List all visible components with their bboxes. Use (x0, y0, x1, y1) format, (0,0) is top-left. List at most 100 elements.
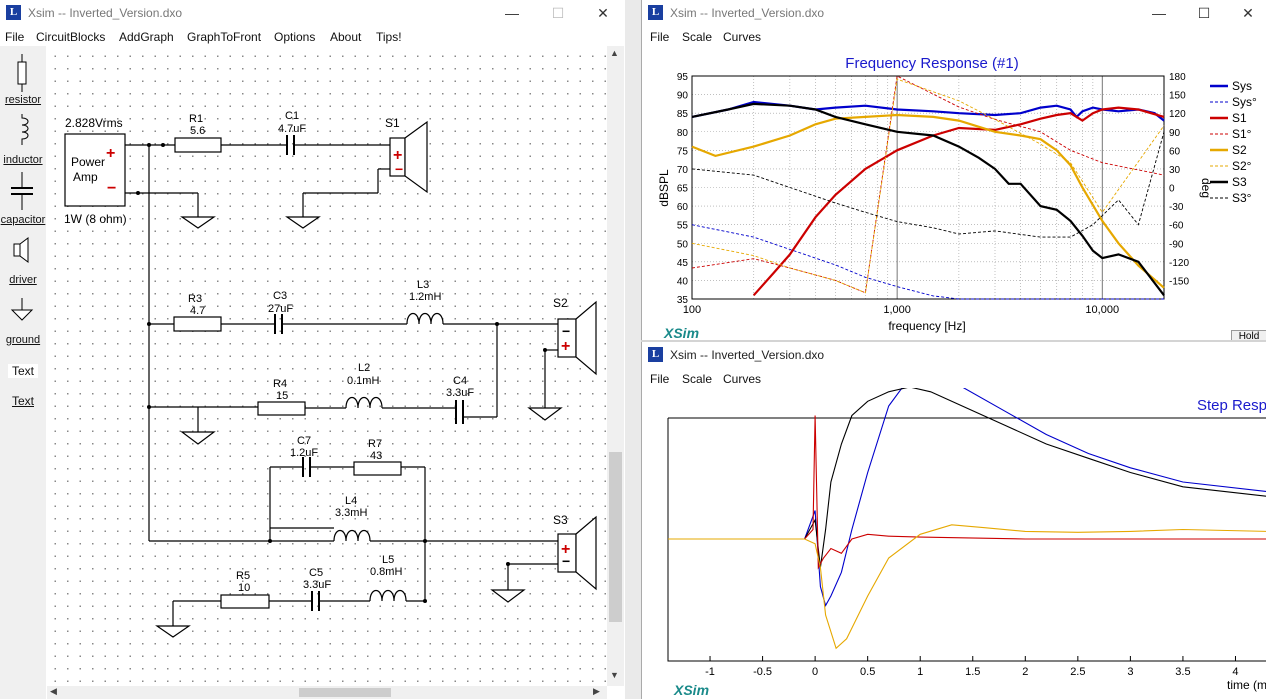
tool-capacitor[interactable]: capacitor (0, 214, 46, 226)
l5-name[interactable]: L5 (382, 554, 395, 566)
driver-icon[interactable] (0, 236, 46, 270)
y-tick-label: 55 (677, 221, 689, 232)
l3-name[interactable]: L3 (417, 279, 430, 291)
step-window-title: Xsim -- Inverted_Version.dxo (670, 348, 825, 362)
r3-name[interactable]: R3 (188, 293, 203, 305)
chart-title: Step Resp (1197, 397, 1266, 414)
svg-text:+: + (561, 338, 570, 355)
r7-value: 43 (370, 450, 383, 462)
menu-options[interactable]: Options (274, 30, 316, 44)
x-axis-label: frequency [Hz] (888, 319, 965, 333)
capacitor-icon[interactable] (0, 172, 46, 212)
minimize-icon[interactable]: — (1152, 5, 1166, 21)
menu-circuitblocks[interactable]: CircuitBlocks (36, 30, 106, 44)
step-titlebar[interactable]: L Xsim -- Inverted_Version.dxo (642, 342, 1266, 368)
r5-value: 10 (238, 582, 251, 594)
inductor-icon[interactable] (0, 112, 46, 152)
menu-addgraph[interactable]: AddGraph (119, 30, 174, 44)
ground-icon[interactable] (0, 298, 46, 328)
menu-file[interactable]: File (650, 372, 670, 386)
resistor-icon[interactable] (0, 52, 46, 112)
circuit-titlebar[interactable]: L Xsim -- Inverted_Version.dxo — ☐ ✕ (0, 0, 625, 26)
menu-graphtofront[interactable]: GraphToFront (187, 30, 262, 44)
svg-text:+: + (106, 145, 115, 162)
tool-text-box[interactable]: Text (8, 364, 38, 378)
chart-title: Frequency Response (#1) (845, 55, 1018, 72)
maximize-icon[interactable]: ☐ (551, 5, 565, 21)
legend-label-s3-phase: S3° (1232, 191, 1252, 205)
r7-name[interactable]: R7 (368, 438, 383, 450)
maximize-icon[interactable]: ☐ (1197, 5, 1211, 21)
x-tick-label: 1 (917, 666, 923, 678)
x-tick-label: 0.5 (860, 666, 875, 678)
xsim-logo-icon: L (6, 5, 21, 20)
frequency-response-window: L Xsim -- Inverted_Version.dxo — ☐ ✕ Fil… (641, 0, 1266, 340)
legend-label-s1: S1 (1232, 111, 1247, 125)
y2-tick-label: 60 (1169, 146, 1181, 157)
circuit-window: L Xsim -- Inverted_Version.dxo — ☐ ✕ Fil… (0, 0, 625, 699)
y-tick-label: 70 (677, 165, 689, 176)
s3-name[interactable]: S3 (553, 513, 568, 527)
y-tick-label: 75 (677, 146, 689, 157)
x-tick-label: 0 (812, 666, 818, 678)
frequency-response-svg: Frequency Response (#1)95908580757065605… (657, 55, 1257, 340)
horizontal-scroll-thumb[interactable] (299, 688, 391, 697)
minimize-icon[interactable]: — (505, 5, 519, 21)
amp-load: 1W (8 ohm) (64, 212, 127, 226)
menu-curves[interactable]: Curves (723, 30, 762, 44)
scroll-right-icon[interactable]: ▶ (593, 686, 600, 696)
hold-button[interactable]: Hold (1231, 330, 1266, 340)
l5-value: 0.8mH (370, 566, 403, 578)
tool-driver[interactable]: driver (9, 274, 37, 286)
c7-name[interactable]: C7 (297, 435, 312, 447)
freq-titlebar[interactable]: L Xsim -- Inverted_Version.dxo — ☐ ✕ (642, 0, 1266, 26)
y-tick-label: 95 (677, 72, 689, 83)
circuit-vertical-scrollbar[interactable]: ▲ ▼ (607, 46, 624, 686)
schematic-canvas[interactable]: +− +− −+ +− 2.828Vrms Power Amp 1W (8 oh… (47, 46, 607, 686)
xsim-logo-icon: L (648, 5, 663, 20)
close-icon[interactable]: ✕ (1242, 5, 1254, 21)
menu-file[interactable]: File (5, 30, 25, 44)
step-response-window: L Xsim -- Inverted_Version.dxo File Scal… (641, 342, 1266, 699)
freq-menubar: File Scale Curves (642, 26, 1266, 46)
l2-name[interactable]: L2 (358, 362, 371, 374)
c7-value: 1.2uF (290, 447, 319, 459)
menu-about[interactable]: About (330, 30, 362, 44)
c5-name[interactable]: C5 (309, 567, 324, 579)
xsim-watermark: XSim (673, 682, 709, 698)
s1-name[interactable]: S1 (385, 116, 400, 130)
tool-inductor[interactable]: inductor (3, 154, 43, 166)
y-tick-label: 65 (677, 184, 689, 195)
c3-name[interactable]: C3 (273, 290, 288, 302)
menu-file[interactable]: File (650, 30, 670, 44)
menu-scale[interactable]: Scale (682, 372, 713, 386)
c1-name[interactable]: C1 (285, 110, 300, 122)
freq-window-title: Xsim -- Inverted_Version.dxo (670, 6, 825, 20)
r4-name[interactable]: R4 (273, 378, 288, 390)
tool-resistor[interactable]: resistor (4, 94, 42, 106)
menu-curves[interactable]: Curves (723, 372, 762, 386)
tool-ground[interactable]: ground (5, 334, 41, 346)
scroll-up-icon[interactable]: ▲ (610, 48, 619, 58)
scroll-left-icon[interactable]: ◀ (50, 686, 57, 696)
y2-tick-label: 0 (1169, 184, 1175, 195)
menu-scale[interactable]: Scale (682, 30, 713, 44)
c4-name[interactable]: C4 (453, 375, 468, 387)
r1-name[interactable]: R1 (189, 113, 204, 125)
s2-name[interactable]: S2 (553, 296, 568, 310)
close-icon[interactable]: ✕ (597, 5, 609, 21)
series-line-s3 (691, 102, 1165, 296)
menu-tips[interactable]: Tips! (376, 30, 402, 44)
y2-tick-label: 30 (1169, 165, 1181, 176)
l4-value: 3.3mH (335, 507, 368, 519)
vertical-scroll-thumb[interactable] (609, 452, 622, 622)
l4-name[interactable]: L4 (345, 495, 358, 507)
r5-name[interactable]: R5 (236, 570, 251, 582)
l3-value: 1.2mH (409, 291, 442, 303)
y-tick-label: 45 (677, 258, 689, 269)
tool-text[interactable]: Text (11, 394, 34, 408)
scroll-down-icon[interactable]: ▼ (610, 670, 619, 680)
circuit-horizontal-scrollbar[interactable]: ◀ ▶ (47, 686, 607, 699)
